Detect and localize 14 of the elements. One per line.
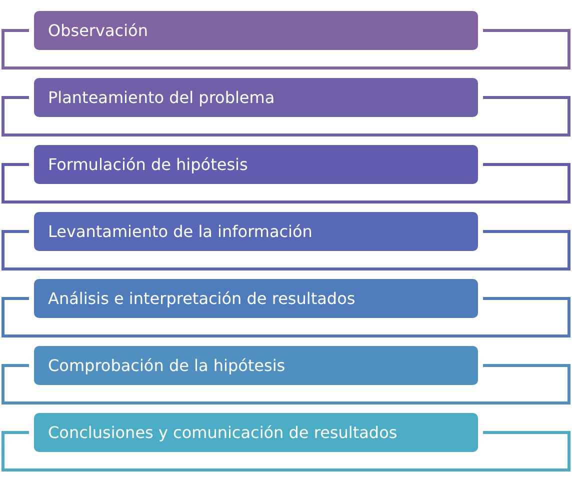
step-label: Análisis e interpretación de resultados (48, 289, 356, 308)
step-box (34, 11, 478, 50)
step-label: Conclusiones y comunicación de resultados (48, 423, 398, 442)
step-box (34, 145, 478, 184)
step-box (34, 212, 478, 251)
step-box (34, 279, 478, 318)
step-label: Levantamiento de la información (48, 222, 312, 241)
step-box (34, 413, 478, 452)
step-box (34, 346, 478, 385)
step-label: Comprobación de la hipótesis (48, 356, 286, 375)
step-box (34, 78, 478, 117)
step-label: Formulación de hipótesis (48, 155, 248, 174)
step-label: Observación (48, 21, 148, 40)
step-label: Planteamiento del problema (48, 88, 275, 107)
